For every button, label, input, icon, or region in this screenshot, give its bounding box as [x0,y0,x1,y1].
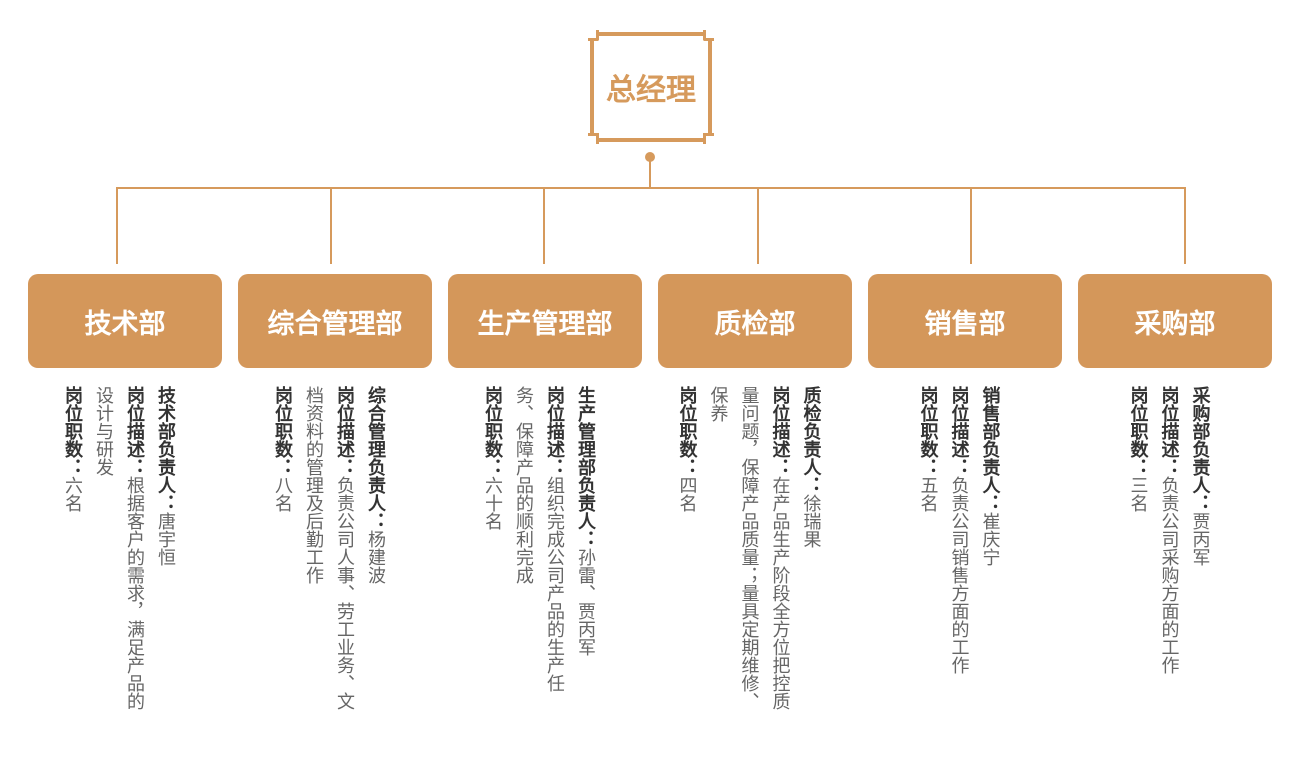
head-value: 徐瑞果 [800,494,822,548]
head-label: 采购部负责人： [1189,386,1211,512]
department-name: 技术部 [84,308,166,340]
desc-label: 岗位描述： [1158,386,1180,476]
count-value: 五名 [917,476,939,512]
count-label: 岗位职数： [62,386,83,476]
desc-value: 组织完成公司产品的生产任务、保障产品的顺利完成 [513,386,565,692]
count-label: 岗位职数： [917,386,939,476]
head-value: 杨建波 [365,530,386,584]
department-info: 生产管理部负责人：孙雷、贾丙军 岗位描述：组织完成公司产品的生产任务、保障产品的… [442,386,636,710]
department-box: 生产管理部 [448,274,642,368]
head-label: 生产管理部负责人： [575,386,596,548]
department-count: 岗位职数：三名 [1123,386,1154,710]
count-label: 岗位职数： [272,386,293,476]
desc-label: 岗位描述： [124,386,145,476]
department-name: 销售部 [924,308,1006,340]
department-info: 销售部负责人：崔庆宁 岗位描述：负责公司销售方面的工作 岗位职数：五名 [862,386,1056,710]
department-info: 质检负责人：徐瑞果 岗位描述：在产品生产阶段全方位把控质量问题，保障产品质量；量… [652,386,846,710]
count-label: 岗位职数： [482,386,503,476]
department-head: 技术部负责人：唐宇恒 [150,386,181,710]
department-count: 岗位职数：八名 [267,386,298,710]
desc-label: 岗位描述： [334,386,355,476]
desc-value: 根据客户的需求，满足产品的设计与研发 [93,386,145,710]
info-columns: 销售部负责人：崔庆宁 岗位描述：负责公司销售方面的工作 岗位职数：五名 [913,386,1006,710]
connector-branch [757,187,759,264]
department-count: 岗位职数：六十名 [477,386,508,710]
department-head: 采购部负责人：贾丙军 [1185,386,1216,710]
head-label: 技术部负责人： [155,386,176,512]
general-manager-title: 总经理 [606,73,696,108]
department-count: 岗位职数：六名 [57,386,88,710]
department-count: 岗位职数：五名 [913,386,944,710]
department-info: 技术部负责人：唐宇恒 岗位描述：根据客户的需求，满足产品的设计与研发 岗位职数：… [22,386,216,710]
connector-branch [970,187,972,264]
desc-value: 负责公司销售方面的工作 [948,476,970,674]
department-info: 综合管理负责人：杨建波 岗位描述：负责公司人事、劳工业务、文档资料的管理及后勤工… [232,386,426,710]
department-head: 质检负责人：徐瑞果 [796,386,827,710]
department-box: 采购部 [1078,274,1272,368]
connector-stem [649,157,651,189]
department-desc: 岗位描述：负责公司销售方面的工作 [944,386,975,710]
desc-value: 负责公司采购方面的工作 [1158,476,1180,674]
desc-value: 负责公司人事、劳工业务、文档资料的管理及后勤工作 [303,386,355,710]
info-columns: 采购部负责人：贾丙军 岗位描述：负责公司采购方面的工作 岗位职数：三名 [1123,386,1216,710]
count-label: 岗位职数： [676,386,698,476]
desc-label: 岗位描述： [544,386,565,476]
head-label: 销售部负责人： [979,386,1001,512]
head-value: 贾丙军 [1189,512,1211,566]
department-head: 销售部负责人：崔庆宁 [975,386,1006,710]
connector-branch [330,187,332,264]
department-head: 生产管理部负责人：孙雷、贾丙军 [570,386,601,710]
department-info: 采购部负责人：贾丙军 岗位描述：负责公司采购方面的工作 岗位职数：三名 [1072,386,1266,710]
department-desc: 岗位描述：负责公司人事、劳工业务、文档资料的管理及后勤工作 [298,386,360,710]
info-columns: 综合管理负责人：杨建波 岗位描述：负责公司人事、劳工业务、文档资料的管理及后勤工… [267,386,391,710]
general-manager-box: 总经理 [588,30,714,144]
connector-horizontal [116,187,1186,189]
connector-branch [116,187,118,264]
count-value: 六十名 [482,476,503,530]
info-columns: 技术部负责人：唐宇恒 岗位描述：根据客户的需求，满足产品的设计与研发 岗位职数：… [57,386,181,710]
count-label: 岗位职数： [1127,386,1149,476]
department-box: 技术部 [28,274,222,368]
department-desc: 岗位描述：负责公司采购方面的工作 [1154,386,1185,710]
desc-value: 在产品生产阶段全方位把控质量问题，保障产品质量；量具定期维修、保养 [707,386,791,710]
count-value: 三名 [1127,476,1149,512]
desc-label: 岗位描述： [948,386,970,476]
department-desc: 岗位描述：根据客户的需求，满足产品的设计与研发 [88,386,150,710]
department-name: 生产管理部 [477,308,613,340]
info-columns: 质检负责人：徐瑞果 岗位描述：在产品生产阶段全方位把控质量问题，保障产品质量；量… [672,386,827,710]
head-label: 综合管理负责人： [365,386,386,530]
connector-branch [543,187,545,264]
department-name: 综合管理部 [267,308,403,340]
info-columns: 生产管理部负责人：孙雷、贾丙军 岗位描述：组织完成公司产品的生产任务、保障产品的… [477,386,601,710]
department-desc: 岗位描述：组织完成公司产品的生产任务、保障产品的顺利完成 [508,386,570,710]
desc-label: 岗位描述： [769,386,791,476]
count-value: 六名 [62,476,83,512]
head-value: 孙雷、贾丙军 [575,548,596,656]
count-value: 八名 [272,476,293,512]
head-value: 崔庆宁 [979,512,1001,566]
head-label: 质检负责人： [800,386,822,494]
department-head: 综合管理负责人：杨建波 [360,386,391,710]
head-value: 唐宇恒 [155,512,176,566]
department-box: 综合管理部 [238,274,432,368]
department-desc: 岗位描述：在产品生产阶段全方位把控质量问题，保障产品质量；量具定期维修、保养 [703,386,796,710]
department-box: 质检部 [658,274,852,368]
department-name: 采购部 [1134,308,1216,340]
connector-branch [1184,187,1186,264]
department-name: 质检部 [714,308,796,340]
department-box: 销售部 [868,274,1062,368]
count-value: 四名 [676,476,698,512]
department-count: 岗位职数：四名 [672,386,703,710]
